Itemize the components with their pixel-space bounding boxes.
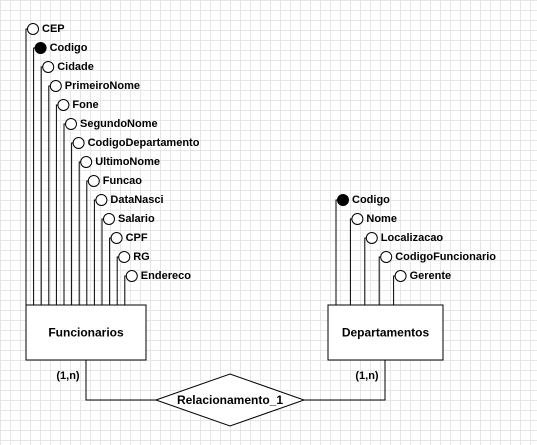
attribute-connector <box>86 180 89 305</box>
attribute-label: UltimoNome <box>95 156 160 168</box>
key-attribute-marker[interactable] <box>34 42 47 54</box>
attribute-connector <box>40 66 43 305</box>
attribute-label: Fone <box>72 99 98 111</box>
attribute-connector <box>55 104 58 305</box>
cardinality-label: (1,n) <box>355 370 379 382</box>
attribute-label: CPF <box>126 232 148 244</box>
attribute-label: CEP <box>42 23 65 35</box>
key-attribute-marker[interactable] <box>337 194 349 206</box>
attribute-label: Funcao <box>103 175 142 187</box>
attribute-label: PrimeiroNome <box>65 80 140 92</box>
attribute-marker[interactable] <box>42 61 55 73</box>
attribute-label: Nome <box>366 213 397 225</box>
attribute-marker[interactable] <box>65 118 77 130</box>
attribute-label: SegundoNome <box>80 118 158 130</box>
attribute-connector <box>25 28 28 305</box>
attribute-connector <box>116 256 119 305</box>
attribute-label: Gerente <box>410 270 452 282</box>
cardinality-label: (1,n) <box>56 370 80 382</box>
attribute-label: Localizacao <box>381 232 444 244</box>
attribute-connector <box>93 199 96 305</box>
attribute-marker[interactable] <box>394 270 407 282</box>
entity-box[interactable] <box>327 304 444 361</box>
attribute-label: Salario <box>118 213 155 225</box>
entity-name: Funcionarios <box>48 326 124 340</box>
attribute-connector <box>335 199 338 305</box>
attribute-connector <box>78 161 81 305</box>
attribute-connector <box>378 256 381 305</box>
attribute-marker[interactable] <box>95 194 108 206</box>
entity-name: Departamentos <box>342 326 430 340</box>
attribute-label: Codigo <box>352 194 390 206</box>
attribute-label: RG <box>133 251 150 263</box>
attribute-connector <box>364 237 367 305</box>
attribute-marker[interactable] <box>380 251 393 263</box>
relationship-line-left <box>85 360 156 401</box>
entity-box[interactable] <box>25 304 147 361</box>
attribute-marker[interactable] <box>57 99 70 111</box>
attribute-marker[interactable] <box>103 213 115 225</box>
attribute-label: Codigo <box>50 42 88 54</box>
attribute-label: CodigoFuncionario <box>395 251 496 263</box>
attribute-marker[interactable] <box>365 232 378 244</box>
attribute-connector <box>349 218 352 305</box>
attribute-marker[interactable] <box>125 270 138 282</box>
attribute-marker[interactable] <box>80 156 93 168</box>
attribute-label: Endereco <box>141 270 191 282</box>
relationship-diamond[interactable] <box>154 373 306 427</box>
attribute-marker[interactable] <box>87 175 100 187</box>
relationship-line-right <box>304 360 386 401</box>
attribute-marker[interactable] <box>351 213 364 225</box>
attribute-connector <box>124 275 127 305</box>
attribute-label: CodigoDepartamento <box>88 137 200 149</box>
attribute-connector <box>48 85 51 305</box>
relationship-name: Relacionamento_1 <box>177 393 283 407</box>
attribute-label: Cidade <box>57 61 94 73</box>
attribute-connector <box>393 275 396 305</box>
attribute-label: DataNasci <box>110 194 163 206</box>
attribute-marker[interactable] <box>49 80 62 92</box>
attribute-marker[interactable] <box>118 251 131 263</box>
attribute-connector <box>109 237 112 305</box>
attribute-connector <box>33 47 36 305</box>
attribute-marker[interactable] <box>110 232 123 244</box>
attribute-marker[interactable] <box>27 23 39 35</box>
attribute-connector <box>71 142 74 305</box>
attribute-connector <box>101 218 104 305</box>
attribute-connector <box>63 123 66 305</box>
attribute-marker[interactable] <box>72 137 85 149</box>
